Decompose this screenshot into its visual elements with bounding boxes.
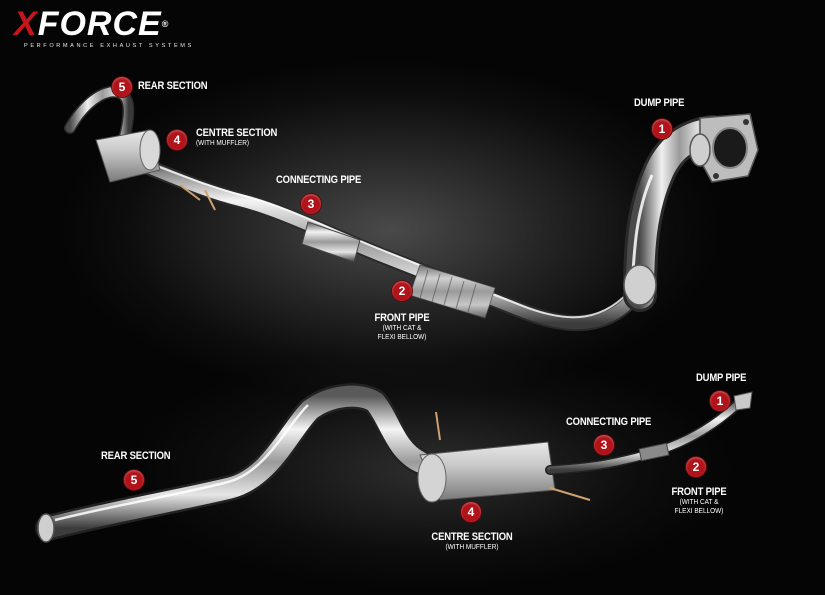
top-front-pipe-name: FRONT PIPE (374, 312, 430, 324)
top-exhaust-system (64, 85, 759, 332)
logo-wordmark: XFORCE® (14, 6, 169, 42)
bottom-label-connecting-pipe: CONNECTING PIPE (566, 416, 651, 428)
bottom-connecting-pipe-name: CONNECTING PIPE (566, 416, 652, 428)
top-badge-1: 1 (652, 119, 672, 139)
top-catalytic-converter (301, 221, 361, 263)
bottom-front-pipe-note-line1: (WITH CAT & (679, 497, 719, 506)
top-label-rear-section: REAR SECTION (138, 80, 208, 92)
bottom-badge-3: 3 (594, 435, 614, 455)
top-badge-2: 2 (392, 281, 412, 301)
bottom-centre-section-note: (WITH MUFFLER) (445, 542, 499, 551)
bottom-label-dump-pipe: DUMP PIPE (696, 372, 746, 384)
top-centre-section-note: (WITH MUFFLER) (196, 138, 250, 147)
top-dump-pipe-name: DUMP PIPE (634, 97, 685, 109)
top-label-centre-section: CENTRE SECTION (WITH MUFFLER) (196, 127, 277, 148)
logo-word-force: FORCE (37, 5, 162, 43)
top-connecting-pipe-name: CONNECTING PIPE (276, 174, 362, 186)
top-front-pipe-note-line2: FLEXI BELLOW) (377, 331, 427, 341)
top-flexi-bellow (409, 264, 496, 319)
top-label-front-pipe: FRONT PIPE (WITH CAT & FLEXI BELLOW) (369, 312, 434, 341)
top-badge-4: 4 (167, 130, 187, 150)
logo-tagline: PERFORMANCE EXHAUST SYSTEMS (24, 43, 194, 49)
top-badge-3: 3 (301, 194, 321, 214)
bottom-dump-pipe-name: DUMP PIPE (696, 372, 747, 384)
top-label-dump-pipe: DUMP PIPE (634, 97, 684, 109)
xforce-logo: XFORCE® PERFORMANCE EXHAUST SYSTEMS (14, 6, 246, 52)
top-label-connecting-pipe: CONNECTING PIPE (276, 174, 361, 186)
bottom-label-front-pipe: FRONT PIPE (WITH CAT & FLEXI BELLOW) (667, 486, 731, 515)
bottom-flexi-bellow (638, 442, 670, 462)
bottom-centre-muffler (417, 441, 556, 503)
bottom-rear-section-name: REAR SECTION (101, 450, 171, 462)
bottom-front-pipe-note-line2: FLEXI BELLOW) (674, 505, 724, 515)
top-front-pipe-note-line1: (WITH CAT & (382, 323, 422, 332)
bottom-label-centre-section: CENTRE SECTION (WITH MUFFLER) (431, 531, 514, 552)
bottom-label-rear-section: REAR SECTION (101, 450, 171, 462)
bottom-centre-section-name: CENTRE SECTION (431, 531, 513, 543)
logo-registered-mark: ® (161, 19, 170, 29)
bottom-badge-5: 5 (124, 470, 144, 490)
top-centre-muffler (95, 129, 161, 183)
bottom-badge-2: 2 (686, 457, 706, 477)
bottom-badge-1: 1 (710, 391, 730, 411)
dump-flange (699, 113, 759, 183)
top-rear-section-name: REAR SECTION (138, 80, 208, 92)
top-badge-5: 5 (112, 77, 132, 97)
top-centre-section-name: CENTRE SECTION (196, 127, 278, 139)
logo-x-letter: X (14, 5, 38, 43)
bottom-front-pipe-name: FRONT PIPE (671, 486, 727, 498)
bottom-exhaust-system (35, 383, 753, 543)
bottom-badge-4: 4 (461, 502, 481, 522)
